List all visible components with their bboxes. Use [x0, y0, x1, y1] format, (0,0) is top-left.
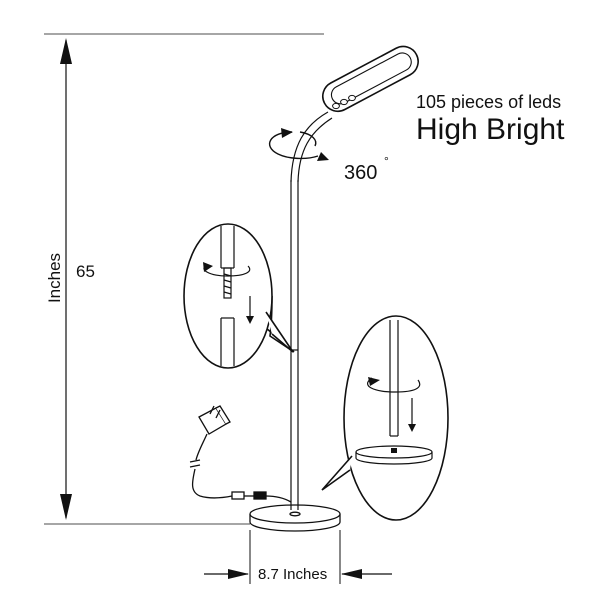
rotation-arc-back: [299, 131, 317, 147]
height-arrow-down-icon: [60, 494, 72, 520]
pole-callout-bubble: [183, 223, 273, 369]
lamp-base: [249, 504, 341, 532]
lamp-head-led-panel: [330, 52, 412, 105]
rotation-label: 360: [344, 162, 378, 184]
control-button-3: [348, 94, 356, 102]
gooseneck-left-edge: [290, 111, 329, 183]
rotation-arc-front: [268, 131, 319, 160]
width-arrow-left-icon: [341, 569, 362, 579]
insert-arrow-icon: [246, 316, 254, 324]
lamp-pole: [290, 180, 299, 510]
width-dimension: [204, 530, 392, 584]
adapter-prong-1: [209, 405, 215, 415]
cord-plug: [231, 491, 245, 500]
base-assembly-callout: [321, 315, 449, 521]
base-socket: [289, 511, 301, 517]
twist-arrow-icon: [203, 262, 213, 272]
lamp-head: [322, 45, 419, 113]
height-dimension: [44, 33, 324, 525]
lamp-gooseneck: [290, 111, 333, 183]
cord-segment-4: [265, 495, 292, 503]
base-socket-hole: [391, 448, 397, 453]
control-button-1: [332, 102, 340, 110]
cord-jack: [253, 491, 267, 500]
base-callout-tail: [321, 455, 353, 491]
rotation-arrow-top-icon: [281, 128, 293, 138]
degree-symbol: °: [384, 154, 389, 168]
height-value: 65: [76, 262, 95, 281]
brightness-label: High Bright: [416, 113, 565, 146]
pole-assembly-callout: [183, 223, 295, 369]
base-insert-arrow-icon: [408, 424, 416, 432]
lamp-control-buttons: [332, 94, 356, 110]
width-arrow-right-icon: [228, 569, 249, 579]
base-plate-side: [355, 452, 433, 465]
rotation-indicator: [268, 128, 329, 161]
cord-break-mark: [189, 459, 201, 468]
power-cord: [189, 433, 292, 503]
base-twist-arrow-icon: [368, 377, 380, 386]
pole-callout-tail: [265, 311, 294, 353]
cord-segment-1: [195, 433, 208, 461]
height-unit-label: Inches: [45, 252, 65, 304]
screw-thread-lines: [223, 273, 232, 295]
led-count-label: 105 pieces of leds: [416, 92, 562, 112]
gooseneck-right-edge: [297, 117, 333, 183]
power-adapter: [189, 405, 292, 503]
cord-segment-2: [191, 468, 233, 499]
base-callout-bubble: [343, 315, 449, 521]
control-button-2: [340, 98, 348, 106]
screw-thread: [223, 267, 232, 299]
rotation-arrow-bottom-icon: [317, 152, 329, 161]
adapter-prong-2: [215, 409, 221, 419]
base-twist-arc: [366, 377, 421, 393]
base-width-label: 8.7 Inches: [258, 566, 328, 583]
height-arrow-up-icon: [60, 38, 72, 64]
